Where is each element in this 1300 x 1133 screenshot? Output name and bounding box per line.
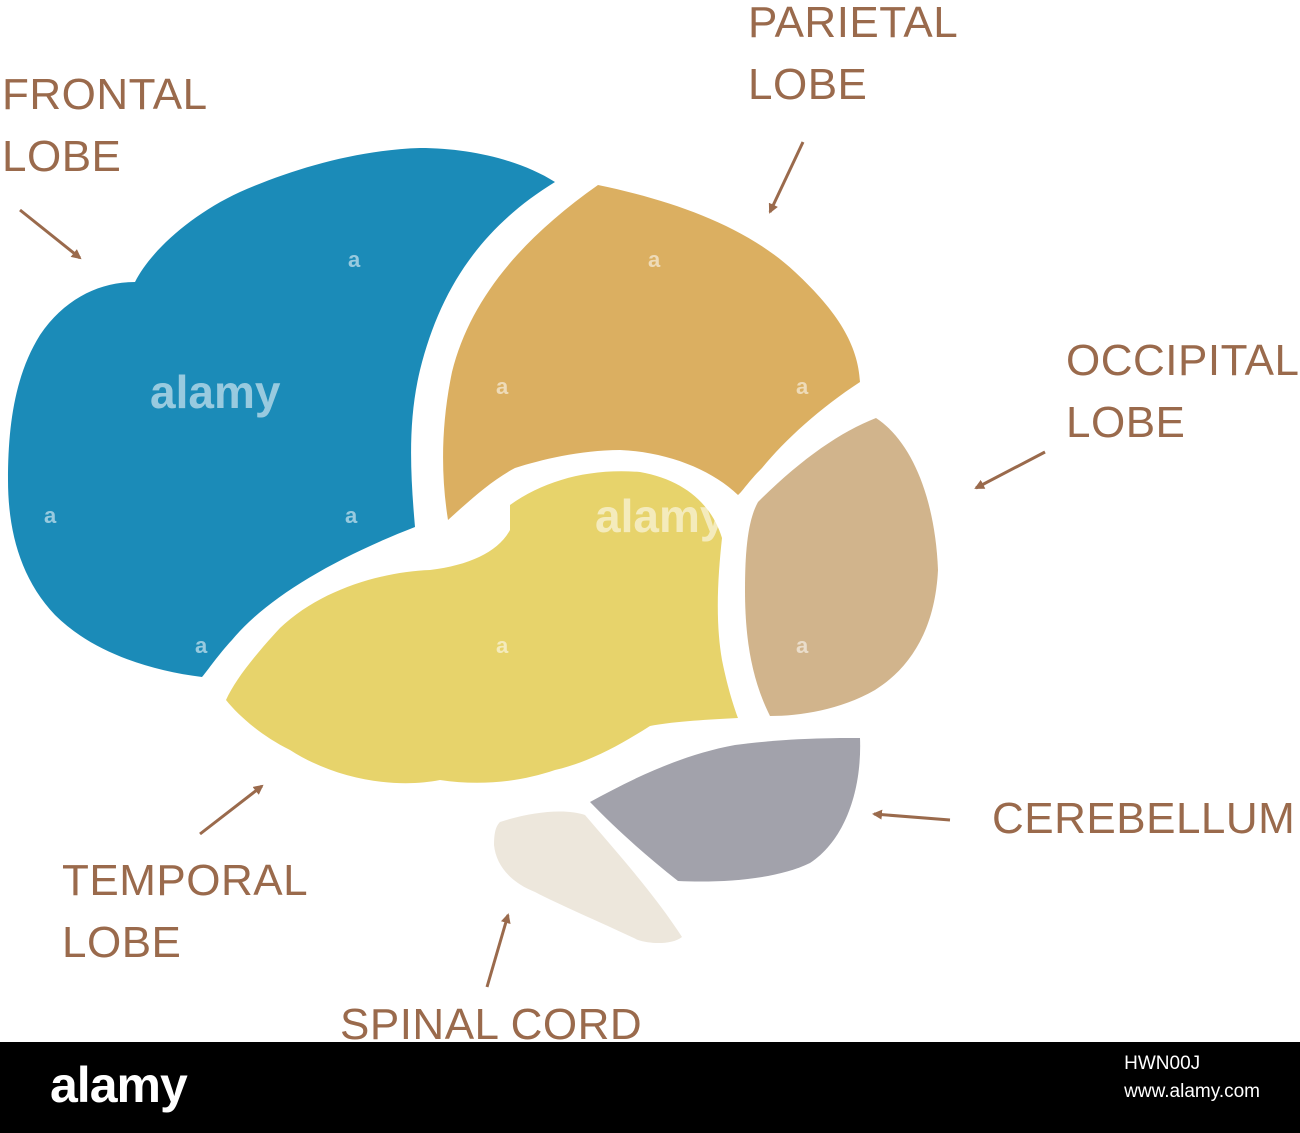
frontal-lobe-label: FRONTAL LOBE (2, 64, 208, 188)
watermark: alamy alamy a a a a a a a a a (44, 247, 809, 658)
temporal-lobe-label: TEMPORAL LOBE (62, 850, 308, 974)
watermark-letter: a (796, 374, 809, 399)
spinal-cord-label: SPINAL CORD (340, 994, 642, 1056)
spinal-cord-arrow (485, 913, 511, 988)
label-line: PARIETAL (748, 0, 959, 47)
occipital-lobe-arrow (974, 450, 1046, 490)
occipital-lobe-label: OCCIPITAL LOBE (1066, 330, 1300, 454)
parietal-lobe-label: PARIETAL LOBE (748, 0, 958, 116)
label-line: CEREBELLUM (992, 794, 1296, 843)
spinal-cord-region (494, 811, 682, 944)
label-line: LOBE (2, 132, 122, 181)
label-line: LOBE (1066, 398, 1186, 447)
parietal-lobe-arrow (768, 141, 805, 214)
label-line: TEMPORAL (62, 856, 309, 905)
temporal-lobe-arrow (199, 784, 264, 836)
brain-illustration: alamy alamy a a a a a a a a a (8, 141, 1046, 988)
label-line: SPINAL CORD (340, 1000, 643, 1049)
label-line: FRONTAL (2, 70, 208, 119)
frontal-lobe-arrow (19, 208, 82, 260)
watermark-letter: a (496, 633, 509, 658)
watermark-text: alamy (595, 490, 726, 542)
watermark-letter: a (348, 247, 361, 272)
watermark-letter: a (195, 633, 208, 658)
watermark-letter: a (796, 633, 809, 658)
image-id: HWN00J (1124, 1053, 1201, 1074)
watermark-letter: a (345, 503, 358, 528)
cerebellum-arrow (872, 809, 951, 822)
watermark-letter: a (44, 503, 57, 528)
watermark-letter: a (496, 374, 509, 399)
image-id-block: HWN00J www.alamy.com (1124, 1050, 1260, 1106)
cerebellum-label: CEREBELLUM (992, 788, 1295, 850)
site-url: www.alamy.com (1124, 1081, 1260, 1102)
temporal-lobe-region (226, 471, 738, 784)
label-line: OCCIPITAL (1066, 336, 1300, 385)
watermark-footer-bar: alamy HWN00J www.alamy.com (0, 1042, 1300, 1133)
alamy-logo: alamy (50, 1057, 188, 1113)
watermark-text: alamy (150, 366, 281, 418)
occipital-lobe-region (745, 418, 938, 716)
cerebellum-region (590, 738, 861, 882)
frontal-lobe-region (8, 148, 555, 677)
watermark-letter: a (648, 247, 661, 272)
label-line: LOBE (748, 60, 868, 109)
label-line: LOBE (62, 918, 182, 967)
parietal-lobe-region (443, 185, 860, 520)
